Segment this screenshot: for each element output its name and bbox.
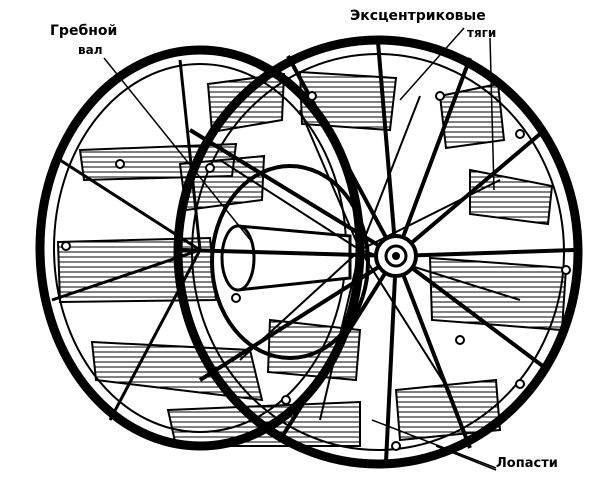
propeller-shaft-label: Гребной xyxy=(50,23,118,39)
paddle-blade xyxy=(394,378,502,442)
rim-pins xyxy=(61,91,571,451)
paddle-blade xyxy=(206,72,286,134)
paddle-blade xyxy=(166,400,361,447)
hub xyxy=(374,234,418,278)
rear-wheel-spokes xyxy=(51,59,202,421)
propeller-shaft-label-line2: вал xyxy=(78,43,103,57)
eccentric-rods-label: Эксцентриковые xyxy=(350,8,486,24)
paddle-blades-label: Лопасти xyxy=(496,456,558,471)
paddle-blades xyxy=(56,70,568,447)
label-leaders xyxy=(103,27,497,471)
eccentric-rods-label-line2: тяги xyxy=(467,26,497,40)
paddle-blade xyxy=(90,340,264,402)
paddle-blade xyxy=(469,168,554,226)
paddle-blade xyxy=(298,70,398,132)
front-wheel-spokes xyxy=(181,41,575,463)
paddle-shaft xyxy=(220,224,352,292)
